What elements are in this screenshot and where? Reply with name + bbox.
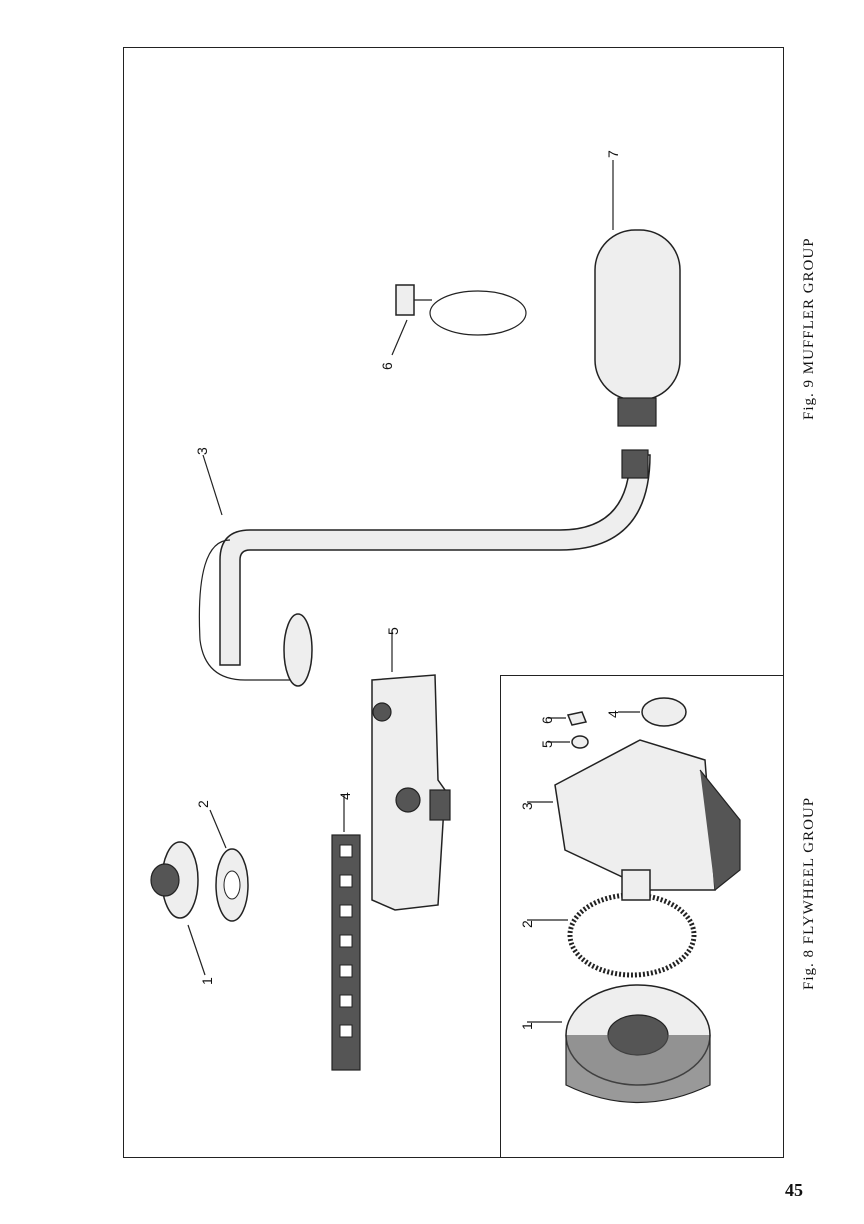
clamp-part: 6 [379, 285, 526, 370]
flex-pipe-part: 3 [194, 447, 650, 686]
callout-muffler-3: 3 [194, 447, 210, 455]
callout-flywheel-2: 2 [519, 920, 535, 928]
flywheel-small-parts: 5 6 4 [539, 698, 686, 748]
muffler-part: 7 [595, 150, 680, 426]
callout-muffler-2: 2 [195, 800, 211, 808]
manifold-gasket-part: 4 [332, 792, 360, 1070]
callout-muffler-6: 6 [379, 362, 395, 370]
flange-gasket-part: 2 [195, 800, 248, 921]
callout-muffler-1: 1 [199, 977, 215, 985]
manifold-part: 5 [372, 627, 450, 910]
flywheel-part: 1 [519, 985, 710, 1103]
callout-flywheel-4: 4 [605, 710, 621, 718]
callout-muffler-5: 5 [385, 627, 401, 635]
page-number: 45 [785, 1180, 803, 1201]
callout-muffler-4: 4 [337, 792, 353, 800]
callout-7: 7 [605, 150, 621, 158]
ring-gear-part: 2 [519, 895, 694, 975]
flywheel-housing-part: 3 [519, 740, 740, 900]
callout-flywheel-3: 3 [519, 802, 535, 810]
exhaust-flange-part: 1 [151, 842, 215, 985]
callout-flywheel-1: 1 [519, 1022, 535, 1030]
callout-flywheel-5: 5 [539, 740, 555, 748]
fig8-caption: Fig. 8 FLYWHEEL GROUP [801, 797, 818, 990]
fig9-caption: Fig. 9 MUFFLER GROUP [801, 237, 818, 420]
callout-flywheel-6: 6 [539, 716, 555, 724]
